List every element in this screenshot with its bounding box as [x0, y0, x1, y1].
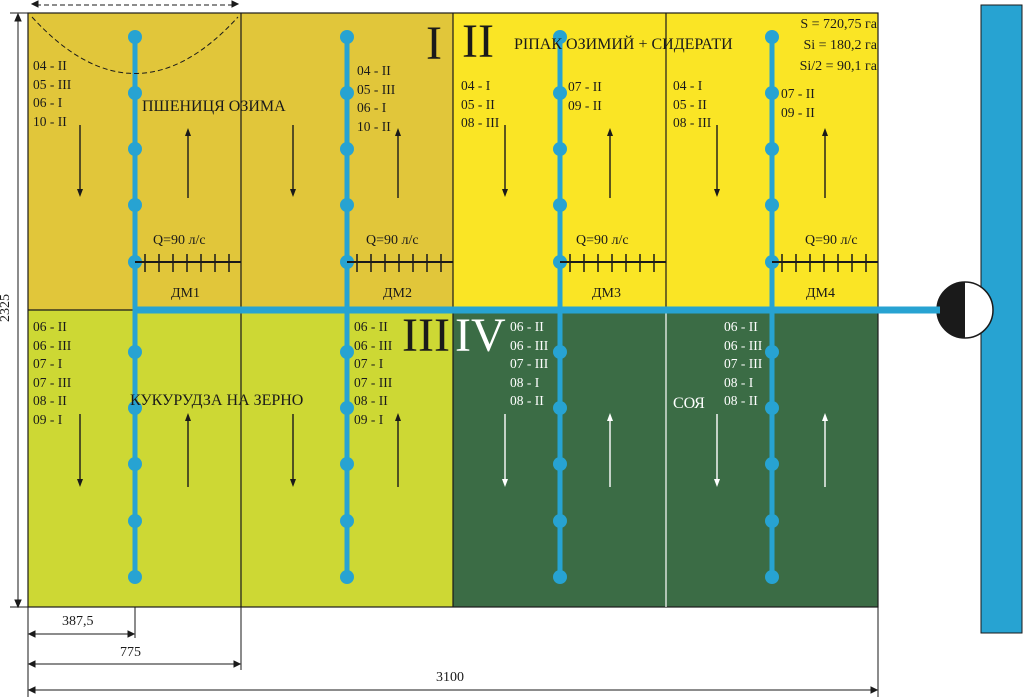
field-numeral-2: II [462, 15, 494, 68]
machine-label-4: ДМ4 [806, 286, 835, 301]
hydrant [765, 401, 779, 415]
hydrant [128, 457, 142, 471]
dim-3100: 3100 [436, 670, 464, 685]
flow-rate-3: Q=90 л/с [576, 233, 629, 248]
arrow-head [714, 189, 720, 197]
arrow-head [714, 479, 720, 487]
hydrant [128, 142, 142, 156]
hydrant [553, 30, 567, 44]
arrow-head [185, 128, 191, 136]
hydrant [553, 514, 567, 528]
hydrant [128, 30, 142, 44]
arrow-head [607, 413, 613, 421]
dim-387: 387,5 [62, 614, 94, 629]
flow-rate-1: Q=90 л/с [153, 233, 206, 248]
hydrant [128, 514, 142, 528]
arrow-head [395, 413, 401, 421]
flow-rate-4: Q=90 л/с [805, 233, 858, 248]
field-numeral-1: I [426, 17, 442, 70]
hydrant [553, 570, 567, 584]
hydrant [340, 401, 354, 415]
hydrant [128, 198, 142, 212]
hydrant [553, 86, 567, 100]
hydrant [553, 198, 567, 212]
arrow-head [607, 128, 613, 136]
dimension-lines [10, 0, 879, 697]
arrow-head [77, 189, 83, 197]
hydrant [765, 570, 779, 584]
flow-rate-2: Q=90 л/с [366, 233, 419, 248]
field-numeral-3: III [402, 309, 450, 362]
machine-label-3: ДМ3 [592, 286, 621, 301]
crop-label-2: РІПАК ОЗИМИЙ + СИДЕРАТИ [514, 36, 733, 53]
hydrant [340, 570, 354, 584]
hydrant [553, 457, 567, 471]
crop-label-1: ПШЕНИЦЯ ОЗИМА [142, 98, 286, 115]
hydrant [765, 142, 779, 156]
arrow-head [77, 479, 83, 487]
hydrant [128, 345, 142, 359]
dim-height: 2325 [0, 294, 13, 322]
arrow-head [290, 479, 296, 487]
machine-label-2: ДМ2 [383, 286, 412, 301]
arrow-head [185, 413, 191, 421]
field-numeral-4: IV [455, 309, 506, 362]
crop-label-4: СОЯ [673, 395, 705, 412]
arrow-head [395, 128, 401, 136]
pump-station [936, 281, 994, 339]
hydrant [765, 457, 779, 471]
arrow-head [822, 413, 828, 421]
arrow-head [502, 189, 508, 197]
hydrant [765, 198, 779, 212]
hydrant [340, 30, 354, 44]
hydrant [128, 570, 142, 584]
arrow-head [822, 128, 828, 136]
hydrant [765, 514, 779, 528]
hydrant [765, 345, 779, 359]
hydrant [553, 345, 567, 359]
hydrant [128, 86, 142, 100]
crop-label-3: КУКУРУДЗА НА ЗЕРНО [130, 392, 304, 409]
hydrant [340, 142, 354, 156]
hydrant [128, 401, 142, 415]
arrow-head [290, 189, 296, 197]
hydrant [765, 86, 779, 100]
arrow-head [502, 479, 508, 487]
hydrant [340, 345, 354, 359]
hydrant [553, 142, 567, 156]
hydrant [553, 401, 567, 415]
dim-775: 775 [120, 645, 141, 660]
machine-label-1: ДМ1 [171, 286, 200, 301]
hydrant [340, 514, 354, 528]
hydrant [765, 30, 779, 44]
direction-arrows [77, 125, 828, 487]
hydrant [340, 86, 354, 100]
hydrant [340, 457, 354, 471]
pipelines [128, 30, 940, 584]
hydrant [340, 198, 354, 212]
